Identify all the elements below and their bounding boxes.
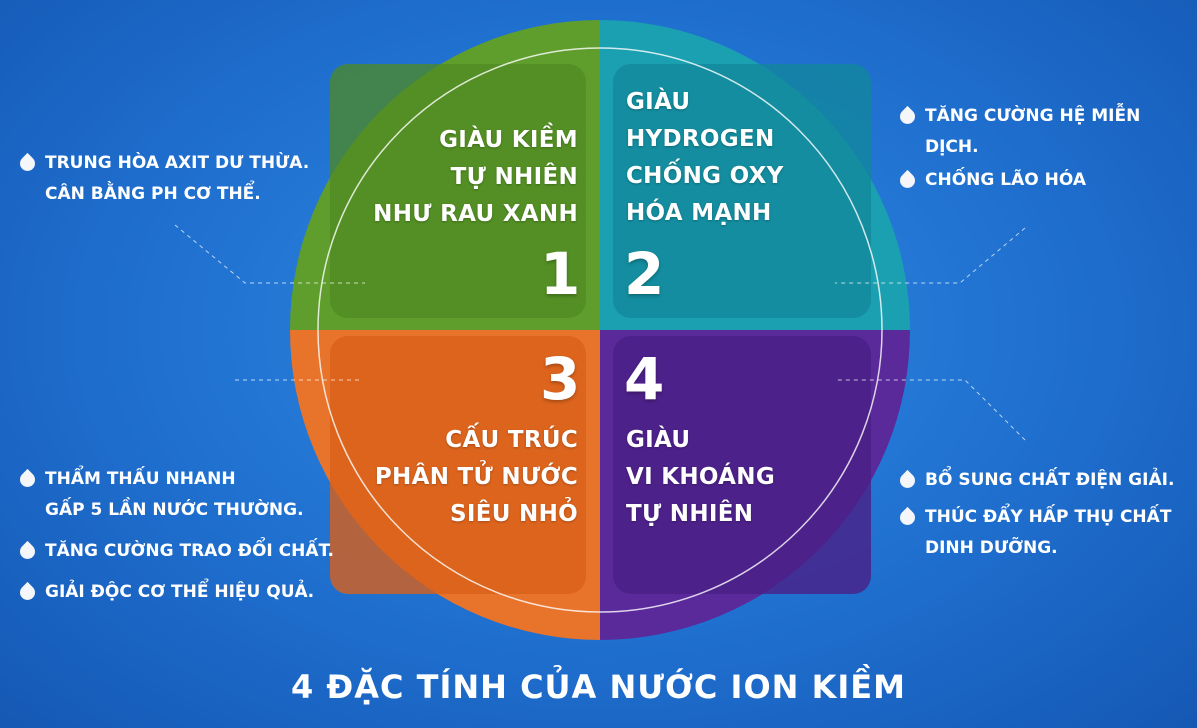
benefit-text: GẤP 5 LẦN NƯỚC THƯỜNG. (45, 500, 304, 520)
benefits-q3: THẨM THẤU NHANH GẤP 5 LẦN NƯỚC THƯỜNG. TĂ… (16, 464, 334, 608)
benefit-text: CÂN BẰNG PH CƠ THỂ. (45, 184, 261, 204)
benefit-text: CHỐNG LÃO HÓA (925, 170, 1086, 190)
quadrant-3-number: 3 (540, 345, 581, 413)
q4-line: TỰ NHIÊN (626, 501, 754, 527)
water-drop-icon (16, 581, 39, 604)
benefit-item: TĂNG CƯỜNG HỆ MIỄN DỊCH. (896, 101, 1197, 163)
benefit-item: GIẢI ĐỘC CƠ THỂ HIỆU QUẢ. (16, 577, 334, 608)
benefit-text: TĂNG CƯỜNG TRAO ĐỔI CHẤT. (45, 541, 334, 561)
benefits-q4: BỔ SUNG CHẤT ĐIỆN GIẢI. THÚC ĐẨY HẤP THỤ… (896, 465, 1175, 564)
quadrant-2-panel (613, 64, 871, 318)
benefit-text: BỔ SUNG CHẤT ĐIỆN GIẢI. (925, 470, 1175, 490)
q4-line: GIÀU (626, 427, 691, 453)
water-drop-icon (16, 152, 39, 175)
q3-line: SIÊU NHỎ (450, 501, 578, 527)
q2-line: HYDROGEN (626, 126, 775, 152)
quadrant-3-text: CẤU TRÚC PHÂN TỬ NƯỚC SIÊU NHỎ (340, 422, 578, 533)
benefit-item: TĂNG CƯỜNG TRAO ĐỔI CHẤT. (16, 536, 334, 567)
water-drop-icon (896, 506, 919, 529)
q2-line: HÓA MẠNH (626, 200, 772, 226)
quadrant-1-panel (330, 64, 586, 318)
water-drop-icon (896, 105, 919, 128)
water-drop-icon (16, 468, 39, 491)
benefits-q1: TRUNG HÒA AXIT DƯ THỪA. CÂN BẰNG PH CƠ TH… (16, 148, 310, 210)
benefits-q2: TĂNG CƯỜNG HỆ MIỄN DỊCH. CHỐNG LÃO HÓA (896, 101, 1197, 196)
page-title: 4 ĐẶC TÍNH CỦA NƯỚC ION KIỀM (291, 668, 906, 706)
inner-ring (317, 47, 883, 613)
benefit-text: TĂNG CƯỜNG HỆ MIỄN DỊCH. (925, 106, 1141, 157)
quadrant-2-number: 2 (624, 240, 665, 308)
benefit-text: DINH DƯỠNG. (925, 538, 1058, 558)
benefit-text: GIẢI ĐỘC CƠ THỂ HIỆU QUẢ. (45, 582, 315, 602)
q1-line: GIÀU KIỀM (439, 127, 578, 153)
water-drop-icon (896, 169, 919, 192)
quadrant-4-text: GIÀU VI KHOÁNG TỰ NHIÊN (626, 422, 775, 533)
quadrant-1-text: GIÀU KIỀM TỰ NHIÊN NHƯ RAU XANH (340, 122, 578, 233)
q4-line: VI KHOÁNG (626, 464, 775, 490)
q1-line: TỰ NHIÊN (450, 164, 578, 190)
benefit-item: BỔ SUNG CHẤT ĐIỆN GIẢI. (896, 465, 1175, 496)
q1-line: NHƯ RAU XANH (373, 201, 578, 227)
benefit-item: TRUNG HÒA AXIT DƯ THỪA. CÂN BẰNG PH CƠ TH… (16, 148, 310, 210)
quadrant-4-panel (613, 336, 871, 594)
benefit-item: THÚC ĐẨY HẤP THỤ CHẤT DINH DƯỠNG. (896, 502, 1174, 564)
benefit-text: THÚC ĐẨY HẤP THỤ CHẤT (925, 507, 1172, 527)
quadrant-1-number: 1 (540, 240, 581, 308)
benefit-item: CHỐNG LÃO HÓA (896, 165, 1197, 196)
benefit-item: THẨM THẤU NHANH GẤP 5 LẦN NƯỚC THƯỜNG. (16, 464, 334, 526)
water-drop-icon (16, 540, 39, 563)
benefit-text: THẨM THẤU NHANH (45, 469, 236, 489)
q3-line: CẤU TRÚC (445, 427, 578, 453)
connector-lines (174, 224, 1026, 441)
q2-line: CHỐNG OXY (626, 163, 784, 189)
quadrant-4-number: 4 (624, 345, 665, 413)
benefit-text: TRUNG HÒA AXIT DƯ THỪA. (45, 153, 310, 173)
q3-line: PHÂN TỬ NƯỚC (374, 464, 578, 490)
quadrant-3-panel (330, 336, 586, 594)
water-drop-icon (896, 469, 919, 492)
quadrant-2-text: GIÀU HYDROGEN CHỐNG OXY HÓA MẠNH (626, 84, 784, 232)
q2-line: GIÀU (626, 89, 691, 115)
